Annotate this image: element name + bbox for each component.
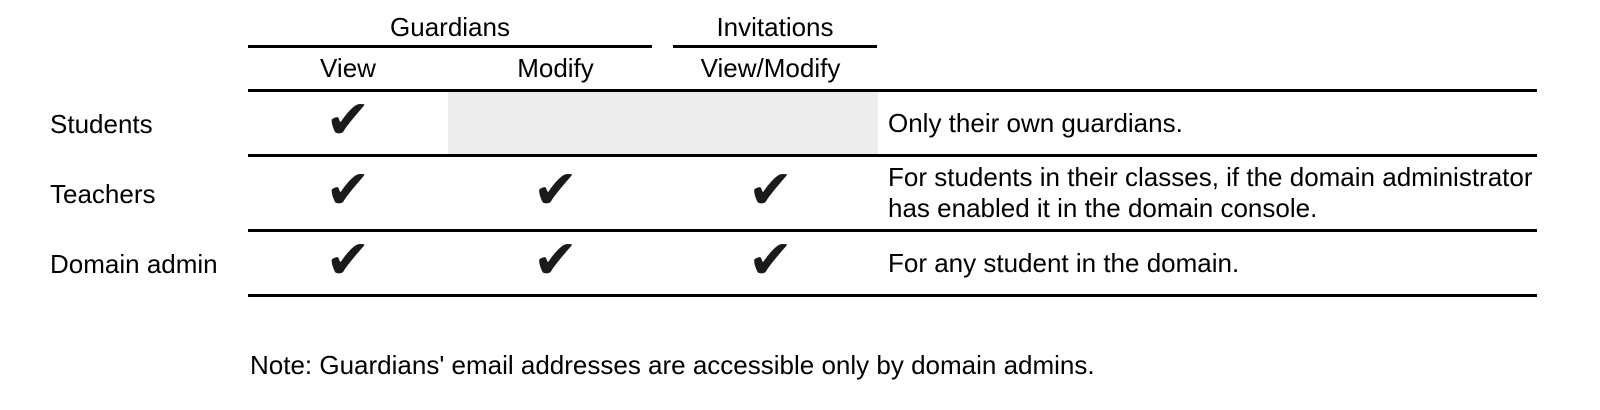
check-icon: ✔ xyxy=(747,228,794,291)
column-header-modify: Modify xyxy=(448,48,663,92)
check-icon: ✔ xyxy=(325,228,371,291)
check-icon: ✔ xyxy=(325,88,371,151)
column-group-guardians: Guardians xyxy=(248,10,652,48)
check-icon: ✔ xyxy=(532,228,579,291)
column-group-invitations: Invitations xyxy=(673,10,877,48)
cell-teachers-guardians-modify: ✔ xyxy=(448,157,663,232)
header-spacer xyxy=(878,10,1537,48)
cell-admin-invitations: ✔ xyxy=(663,232,878,297)
check-icon: ✔ xyxy=(532,158,579,221)
cell-teachers-guardians-view: ✔ xyxy=(248,157,448,232)
cell-teachers-invitations: ✔ xyxy=(663,157,878,232)
row-label-teachers: Teachers xyxy=(50,179,156,209)
footnote: Note: Guardians' email addresses are acc… xyxy=(250,350,1095,380)
row-note-students: Only their own guardians. xyxy=(878,92,1537,157)
cell-admin-guardians-modify: ✔ xyxy=(448,232,663,297)
note-text: Only their own guardians. xyxy=(888,107,1183,138)
cell-admin-guardians-view: ✔ xyxy=(248,232,448,297)
corner-spacer xyxy=(0,10,248,48)
subheader-spacer xyxy=(0,48,248,92)
cell-students-disabled xyxy=(448,92,878,157)
check-icon: ✔ xyxy=(747,158,794,221)
column-header-view-modify: View/Modify xyxy=(663,48,878,92)
row-label-students: Students xyxy=(50,109,153,139)
note-text: For students in their classes, if the do… xyxy=(888,162,1533,223)
row-note-domain-admin: For any student in the domain. xyxy=(878,232,1537,297)
row-note-teachers: For students in their classes, if the do… xyxy=(878,157,1537,232)
column-header-view: View xyxy=(248,48,448,92)
notes-column-header xyxy=(878,48,1537,92)
permissions-table: Guardians Invitations View Modify View/M… xyxy=(0,10,1537,297)
row-label-domain-admin: Domain admin xyxy=(50,249,218,279)
check-icon: ✔ xyxy=(325,158,371,221)
note-text: For any student in the domain. xyxy=(888,247,1240,278)
cell-students-guardians-view: ✔ xyxy=(248,92,448,157)
